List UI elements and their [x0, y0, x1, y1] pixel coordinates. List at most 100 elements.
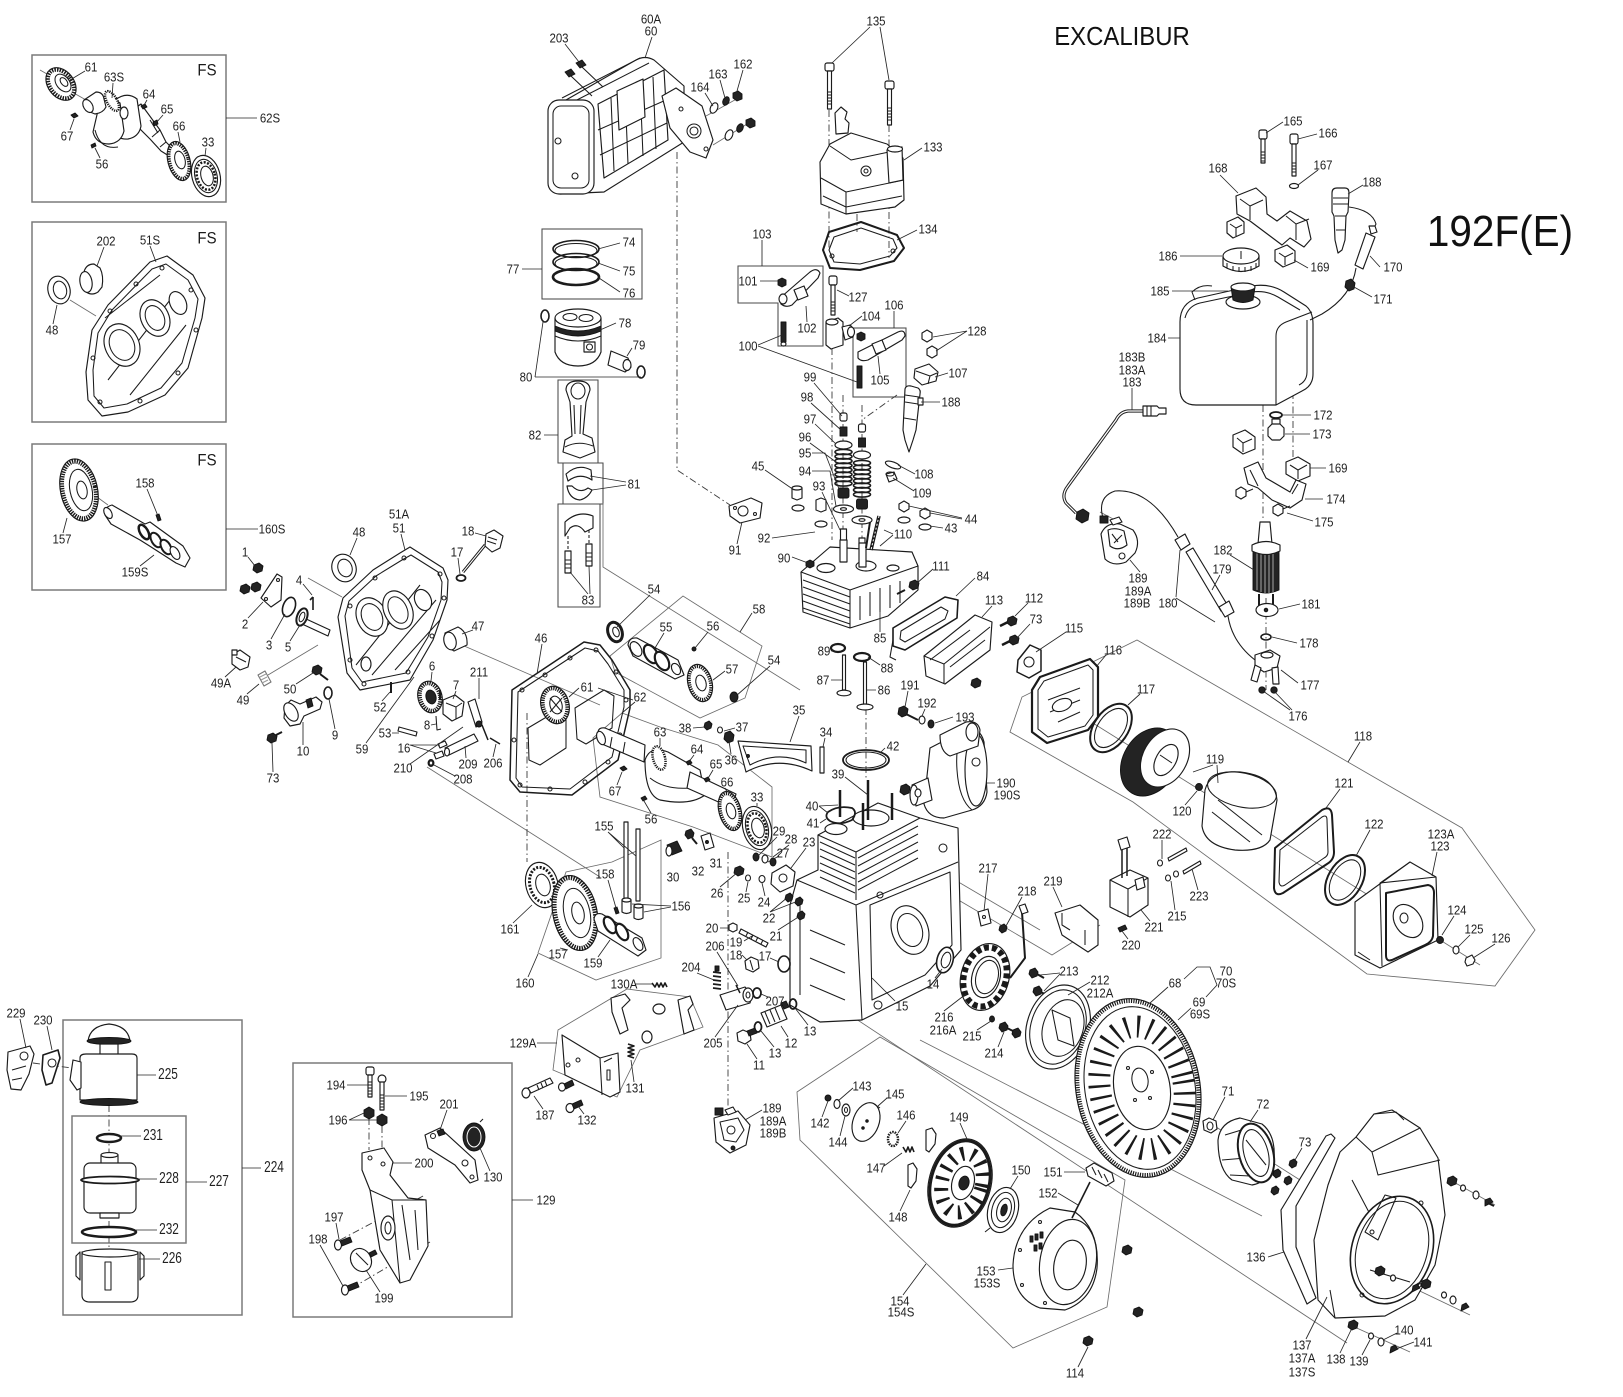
part-callout: 1	[241, 544, 249, 560]
pin-220	[1117, 924, 1128, 933]
part-callout: 19	[729, 934, 743, 950]
nut-washer-124-126	[1436, 936, 1476, 967]
part-callout: 201	[439, 1096, 459, 1112]
bracket-219	[1054, 904, 1099, 953]
rocker-arm-105	[856, 330, 906, 389]
part-callout: 223	[1189, 888, 1209, 904]
part-callout: 139	[1349, 1353, 1369, 1369]
inset-frame-crankcase-cover	[31, 221, 227, 423]
part-callout: 153S	[973, 1275, 1001, 1291]
part-callout: 67	[60, 128, 74, 144]
frame-oil-bath-air-cleaner	[62, 1019, 243, 1316]
part-callout: 130A	[610, 976, 638, 992]
part-callout: 33	[201, 134, 215, 150]
leader-lines-fuel-tank	[1168, 121, 1381, 522]
gasket-91	[728, 497, 763, 524]
leader-lines-fuel-system	[1129, 388, 1301, 711]
part-callout: 146	[896, 1107, 916, 1123]
governor-lever-211	[467, 698, 489, 741]
starter-motor-190	[909, 721, 988, 819]
small-parts-64-65-67-56	[70, 103, 159, 149]
crankshaft-63	[595, 727, 737, 809]
piston-pin-79	[607, 350, 632, 373]
bolts-175	[1235, 486, 1291, 517]
camshaft-55	[627, 637, 685, 680]
assembly-callout: 160S	[258, 521, 286, 537]
key-4	[309, 596, 314, 610]
brand-title: EXCALIBUR	[1054, 21, 1190, 51]
washers-bolts-215-222-223	[1156, 847, 1202, 882]
part-callout: 74	[622, 234, 636, 250]
inset-crankcase-cover-parts	[47, 255, 206, 417]
part-callout: 175	[1314, 514, 1334, 530]
oil-seal-48	[331, 553, 357, 583]
frame-rocker-arm-106	[852, 327, 907, 398]
part-callout: 132	[577, 1112, 597, 1128]
o-ring-13	[788, 998, 798, 1010]
part-callout: 181	[1301, 596, 1321, 612]
piston-78	[554, 308, 602, 367]
part-callout: 127	[848, 289, 868, 305]
part-callout: 88	[880, 660, 894, 676]
part-callout: 199	[374, 1290, 394, 1306]
spring-147	[902, 1146, 915, 1153]
bearing-161	[524, 861, 560, 909]
part-callout: 73	[266, 770, 280, 786]
part-callout: 211	[469, 664, 489, 680]
bolts-112-73	[970, 615, 1020, 689]
part-callout: 14	[926, 976, 940, 992]
part-callout: 37	[735, 719, 749, 735]
gear-66	[166, 140, 192, 182]
filler-strainer-185	[1225, 282, 1261, 310]
bolts-73-fan	[1270, 1158, 1298, 1196]
part-callout: 197	[324, 1209, 344, 1225]
part-callout: 185	[1150, 283, 1170, 299]
circlips-80	[540, 309, 646, 379]
part-callout: 186	[1158, 248, 1178, 264]
fan-cover-hardware-137-141	[1347, 1175, 1495, 1354]
bearing-33	[741, 805, 773, 851]
part-callout: 66	[720, 774, 734, 790]
part-callout: 102	[797, 320, 817, 336]
bolt-32	[684, 828, 698, 845]
leader-lines-crankshaft	[616, 715, 826, 814]
part-callout: 188	[941, 394, 961, 410]
part-callout: 60	[644, 23, 658, 39]
part-callout: 168	[1208, 160, 1228, 176]
part-callout: 54	[647, 581, 661, 597]
filter-element-228	[80, 1151, 140, 1219]
part-callout: 131	[625, 1080, 645, 1096]
tank-strap-168	[1235, 187, 1312, 248]
adjuster-screw-100	[780, 321, 787, 347]
part-callout: 115	[1064, 620, 1084, 636]
bolts-1	[239, 562, 264, 595]
part-callout: 13	[803, 1023, 817, 1039]
part-callout: 145	[885, 1086, 905, 1102]
bolts-213-214-215	[989, 967, 1049, 1039]
part-callout: 112	[1024, 590, 1044, 606]
part-callout: 209	[458, 756, 478, 772]
part-callout: 41	[806, 815, 820, 831]
stud-19	[738, 928, 769, 948]
part-callout: 231	[143, 1127, 163, 1144]
part-callout: 155	[594, 818, 614, 834]
part-callout: 105	[870, 372, 890, 388]
part-callout: 165	[1283, 113, 1303, 129]
spring-146	[886, 1130, 900, 1148]
part-callout: 228	[159, 1170, 179, 1187]
fuel-pump-189-lower	[713, 1106, 751, 1154]
part-callout: 55	[659, 619, 673, 635]
washers-nuts-27-29	[752, 852, 777, 867]
nuts-176	[1258, 686, 1278, 694]
part-callout: 49A	[210, 675, 232, 691]
cover-plate-2	[260, 573, 283, 608]
part-callout: 214	[984, 1045, 1004, 1061]
part-callout: 73	[1298, 1134, 1312, 1150]
part-callout: 170	[1383, 259, 1403, 275]
governor-levers	[610, 993, 695, 1044]
leader-lines-recoil-starter	[821, 1087, 1089, 1368]
part-callout: 77	[506, 261, 520, 277]
part-callout: 49	[236, 692, 250, 708]
part-callout: 195	[409, 1088, 429, 1104]
